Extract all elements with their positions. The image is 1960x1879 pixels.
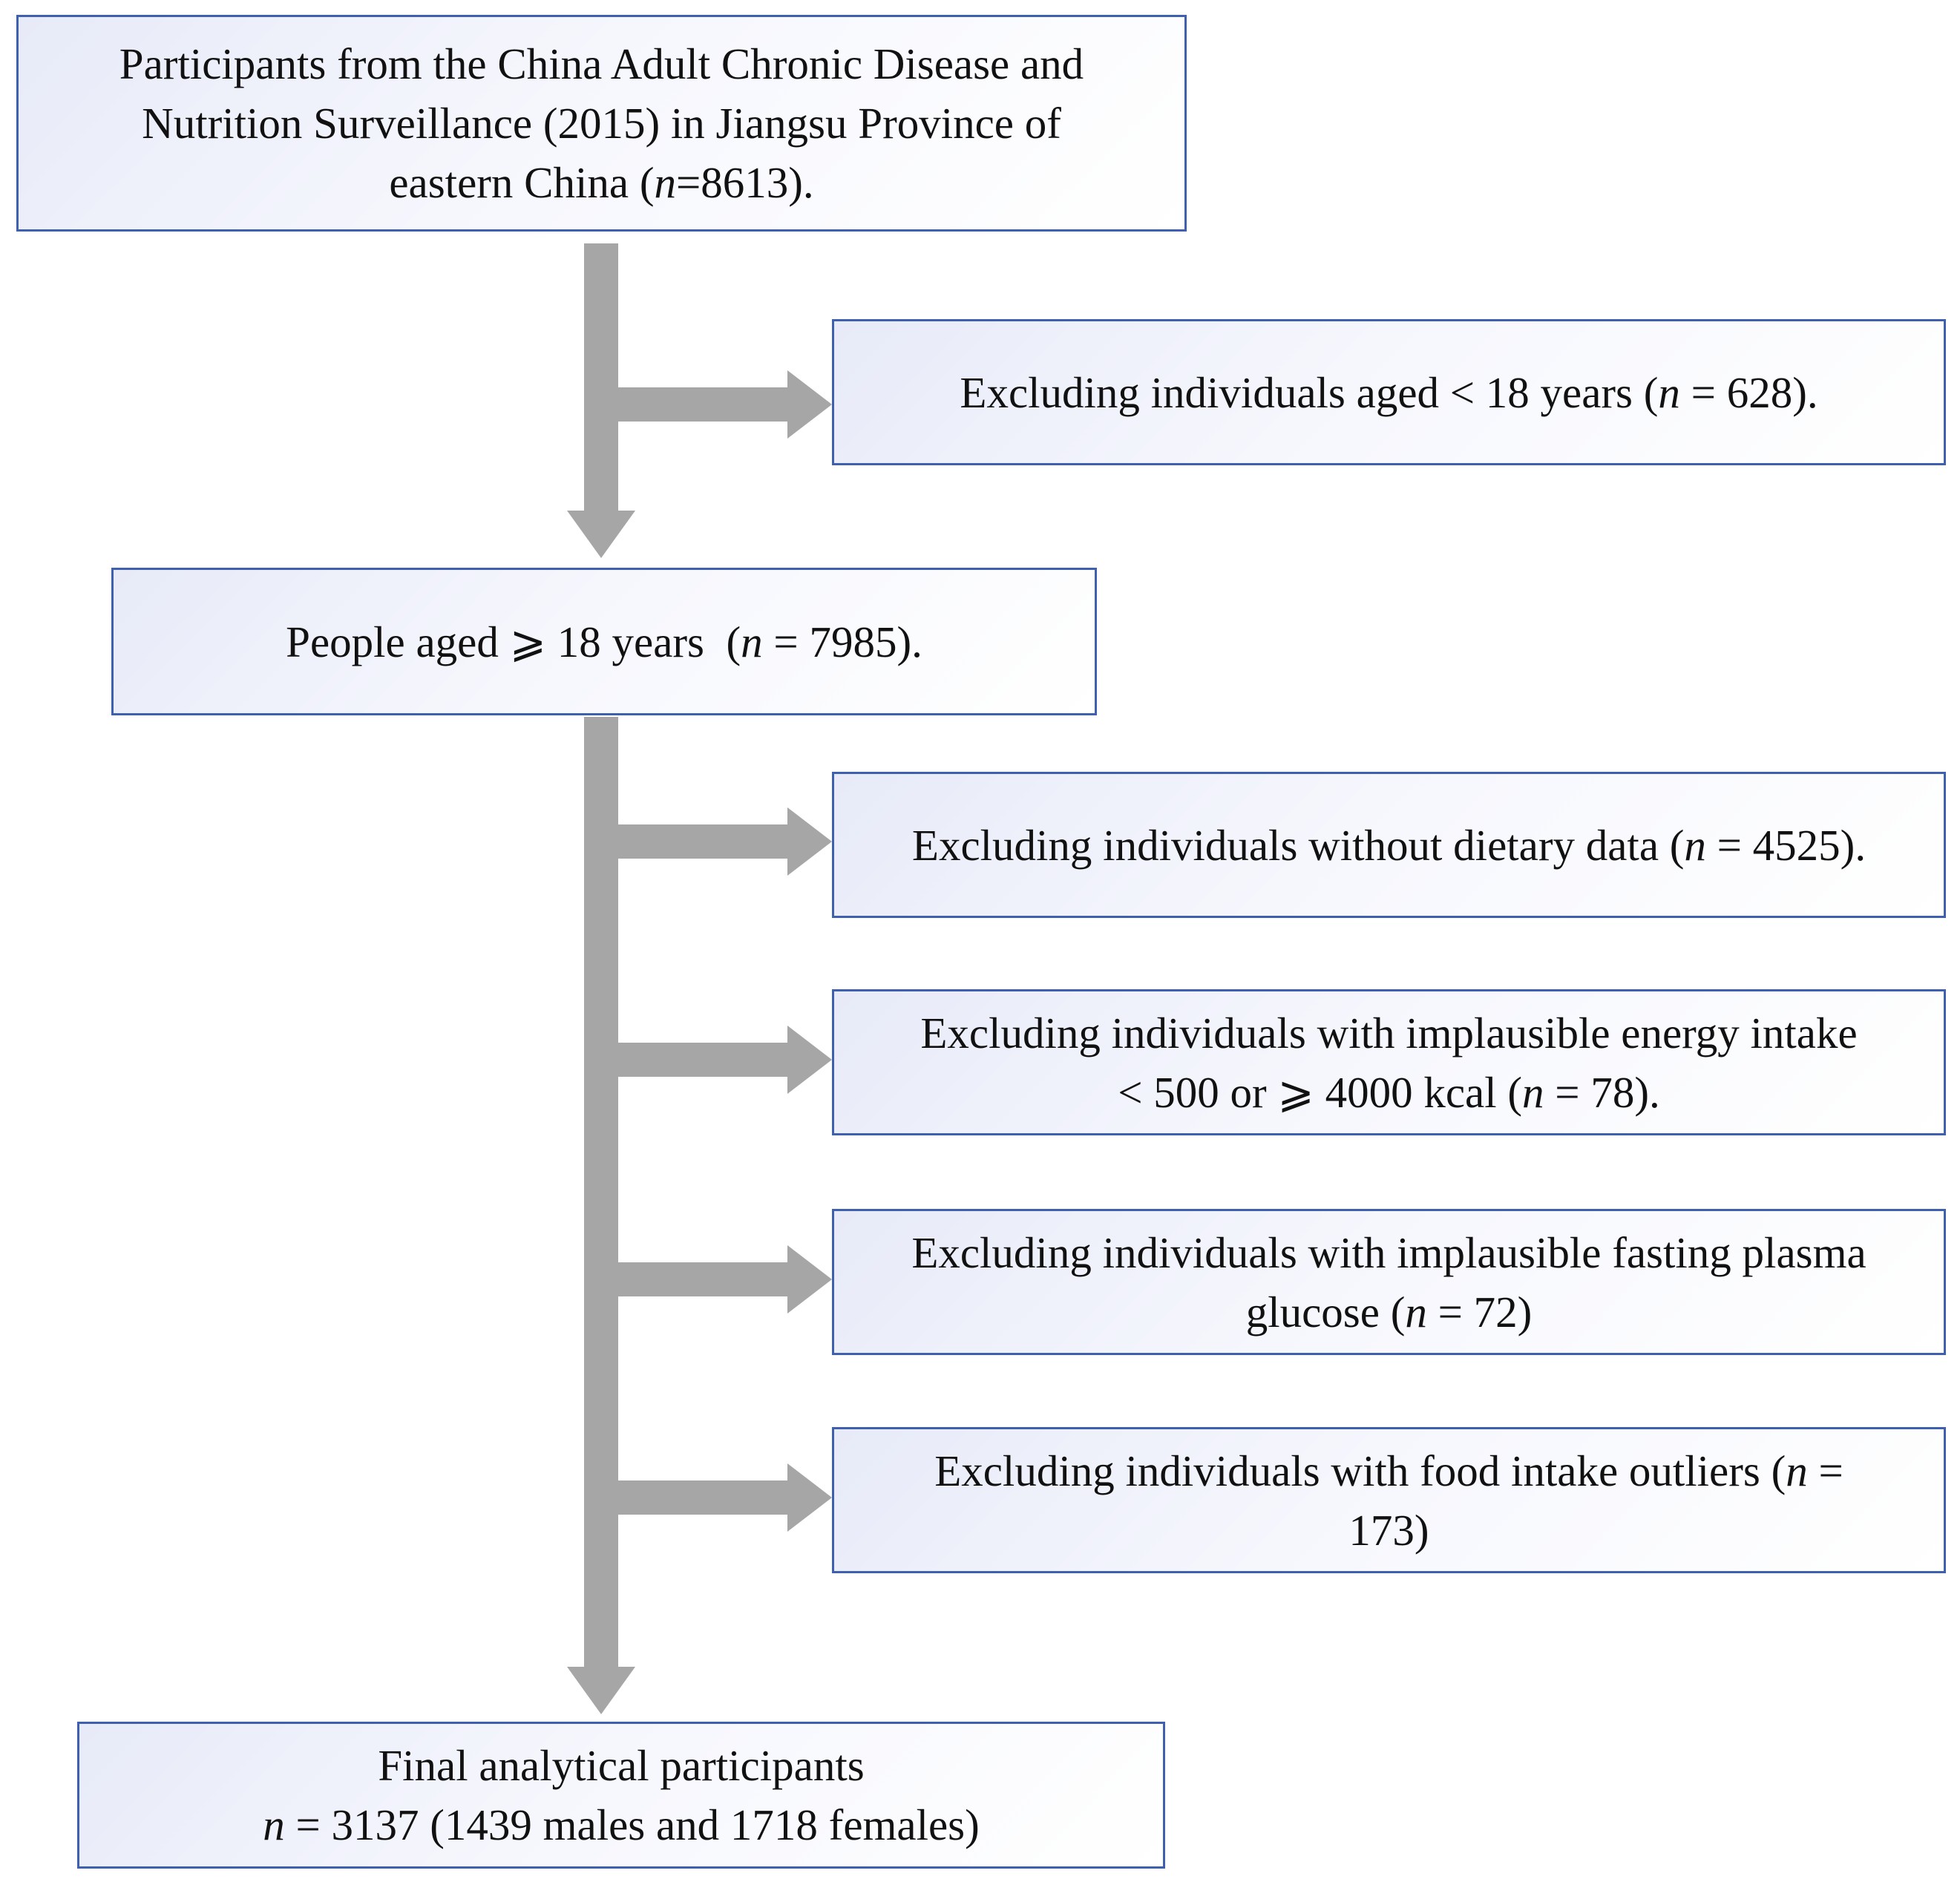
exclusion-5-line-1: Excluding individuals with food intake o… xyxy=(934,1446,1843,1495)
n-symbol: n xyxy=(654,158,676,207)
branch-arrow-2-head xyxy=(787,807,832,876)
branch-arrow-1-shaft xyxy=(618,387,789,422)
final-line-2: n = 3137 (1439 males and 1718 females) xyxy=(263,1800,980,1849)
branch-arrow-5-shaft xyxy=(618,1480,789,1515)
source-line-1: Participants from the China Adult Chroni… xyxy=(119,39,1084,88)
main-arrow-1-head xyxy=(567,511,635,558)
exclusion-1-text: Excluding individuals aged < 18 years (n… xyxy=(960,367,1818,417)
branch-arrow-4-shaft xyxy=(618,1262,789,1296)
adults-text: People aged ⩾ 18 years (n = 7985). xyxy=(286,617,922,666)
branch-arrow-2-shaft xyxy=(618,824,789,859)
n-symbol: n xyxy=(263,1800,285,1849)
branch-arrow-3-head xyxy=(787,1026,832,1094)
exclusion-box-no-dietary-data: Excluding individuals without dietary da… xyxy=(832,772,1946,918)
n-symbol: n xyxy=(1684,820,1706,870)
exclusion-box-food-outliers: Excluding individuals with food intake o… xyxy=(832,1427,1946,1573)
n-symbol: n xyxy=(1658,367,1680,417)
exclusion-4-line-1: Excluding individuals with implausible f… xyxy=(911,1227,1866,1277)
branch-arrow-3-shaft xyxy=(618,1043,789,1077)
exclusion-box-implausible-glucose: Excluding individuals with implausible f… xyxy=(832,1209,1946,1355)
n-symbol: n xyxy=(1522,1067,1544,1117)
main-arrow-2-head xyxy=(567,1667,635,1714)
source-line-2: Nutrition Surveillance (2015) in Jiangsu… xyxy=(142,99,1061,148)
branch-arrow-4-head xyxy=(787,1245,832,1314)
exclusion-5-line-2: 173) xyxy=(1348,1505,1429,1555)
n-symbol: n xyxy=(1405,1287,1427,1337)
exclusion-2-text: Excluding individuals without dietary da… xyxy=(911,820,1866,870)
branch-arrow-5-head xyxy=(787,1463,832,1532)
branch-arrow-1-head xyxy=(787,370,832,439)
exclusion-3-line-1: Excluding individuals with implausible e… xyxy=(920,1008,1858,1057)
adults-box: People aged ⩾ 18 years (n = 7985). xyxy=(111,568,1097,715)
source-line-3: eastern China (n=8613). xyxy=(389,158,814,207)
exclusion-4-line-2: glucose (n = 72) xyxy=(1245,1287,1533,1337)
final-participants-box: Final analytical participants n = 3137 (… xyxy=(77,1722,1165,1869)
exclusion-3-line-2: < 500 or ⩾ 4000 kcal (n = 78). xyxy=(1118,1067,1660,1117)
main-arrow-2-shaft xyxy=(584,717,618,1668)
main-arrow-1-shaft xyxy=(584,243,618,512)
final-line-1: Final analytical participants xyxy=(378,1741,865,1790)
n-symbol: n xyxy=(741,617,763,666)
exclusion-box-implausible-energy: Excluding individuals with implausible e… xyxy=(832,989,1946,1135)
exclusion-box-age-under-18: Excluding individuals aged < 18 years (n… xyxy=(832,319,1946,465)
source-population-box: Participants from the China Adult Chroni… xyxy=(16,15,1187,232)
n-symbol: n xyxy=(1786,1446,1808,1495)
